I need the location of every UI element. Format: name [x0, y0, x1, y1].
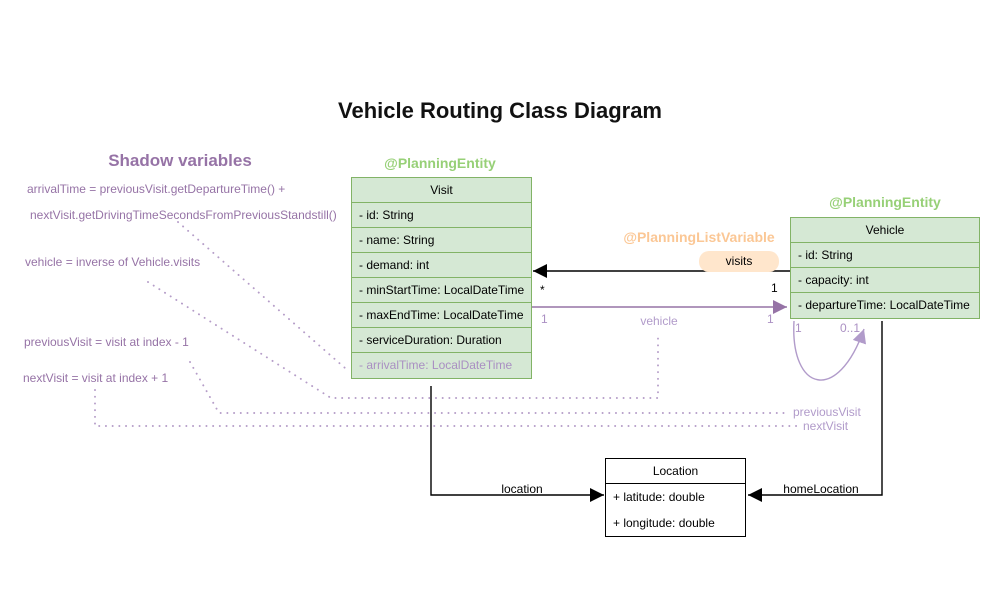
shadow-formula-arrivaltime-2: nextVisit.getDrivingTimeSecondsFromPrevi… [30, 208, 337, 222]
vehicle-attr-id: - id: String [791, 243, 979, 268]
visit-attr-id: - id: String [352, 203, 531, 228]
visits-multiplicity-star: * [540, 283, 545, 297]
vehicle-role-label: vehicle [640, 314, 678, 328]
vehicle-attr-capacity: - capacity: int [791, 268, 979, 293]
vehicle-class-box: Vehicle - id: String - capacity: int - d… [790, 217, 980, 319]
visit-attr-maxendtime: - maxEndTime: LocalDateTime [352, 303, 531, 328]
location-class-box: Location + latitude: double + longitude:… [605, 458, 746, 537]
vehicle-planning-entity-annotation: @PlanningEntity [829, 194, 941, 210]
visit-planning-entity-annotation: @PlanningEntity [384, 155, 496, 171]
visit-attr-minstarttime: - minStartTime: LocalDateTime [352, 278, 531, 303]
dotted-arrivaltime-callout [177, 221, 346, 369]
loop-multiplicity-zero-one: 0..1 [840, 321, 861, 335]
visit-attr-arrivaltime-shadow: - arrivalTime: LocalDateTime [352, 353, 531, 378]
planning-list-variable-annotation: @PlanningListVariable [623, 229, 775, 245]
shadow-formula-nextvisit: nextVisit = visit at index + 1 [23, 371, 169, 385]
shadow-formula-vehicle: vehicle = inverse of Vehicle.visits [25, 255, 201, 269]
vehicle-multiplicity-right: 1 [767, 312, 774, 326]
loop-multiplicity-one: 1 [795, 321, 802, 335]
visit-attr-name: - name: String [352, 228, 531, 253]
previousvisit-label: previousVisit [793, 405, 861, 419]
vehicle-class-name: Vehicle [791, 218, 979, 243]
shadow-variables-heading: Shadow variables [108, 151, 252, 170]
vehicle-multiplicity-left: 1 [541, 312, 548, 326]
visit-attr-demand: - demand: int [352, 253, 531, 278]
visits-multiplicity-one: 1 [771, 281, 778, 295]
dotted-nextvisit-callout [94, 389, 798, 427]
visit-attr-serviceduration: - serviceDuration: Duration [352, 328, 531, 353]
page-title: Vehicle Routing Class Diagram [338, 98, 662, 123]
location-class-name: Location [606, 459, 745, 484]
shadow-formula-arrivaltime-1: arrivalTime = previousVisit.getDeparture… [27, 182, 286, 196]
homelocation-role-label: homeLocation [783, 482, 859, 496]
visit-class-box: Visit - id: String - name: String - dema… [351, 177, 532, 379]
vehicle-attr-departuretime: - departureTime: LocalDateTime [791, 293, 979, 318]
visits-label-pill: visits [699, 251, 779, 272]
location-attr-longitude: + longitude: double [613, 516, 715, 530]
location-role-label: location [501, 482, 543, 496]
location-attr-latitude: + latitude: double [613, 490, 705, 504]
nextvisit-label: nextVisit [803, 419, 849, 433]
shadow-formula-previousvisit: previousVisit = visit at index - 1 [24, 335, 189, 349]
visit-class-name: Visit [352, 178, 531, 203]
location-association-line [430, 386, 604, 502]
